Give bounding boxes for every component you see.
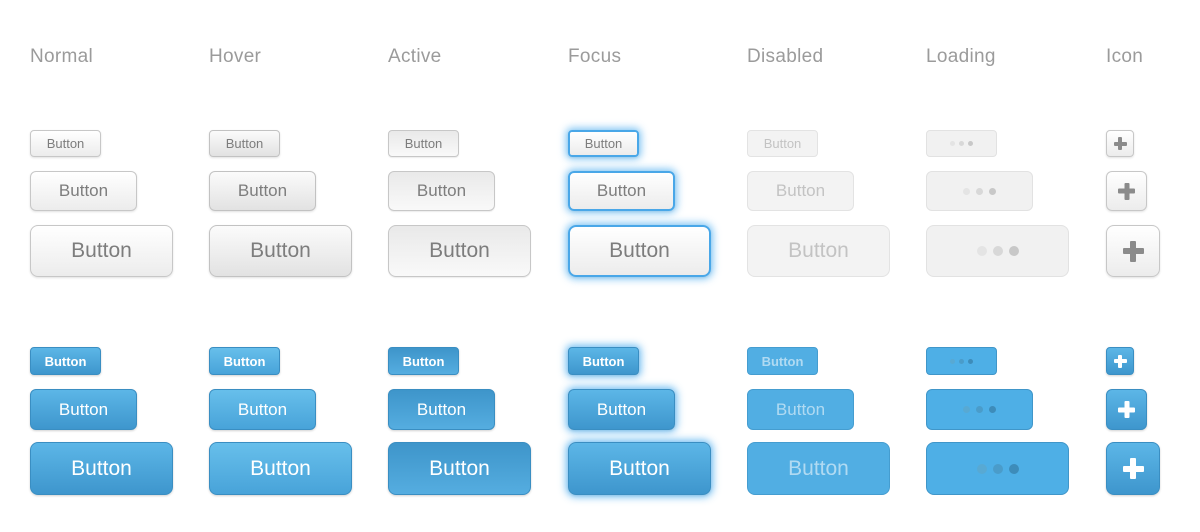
column-header-focus: Focus — [568, 46, 622, 67]
loading-dots-icon — [948, 358, 975, 364]
button-label: Button — [416, 181, 467, 200]
button-label: Button — [237, 399, 288, 419]
button-label: Button — [609, 456, 670, 480]
plus-icon — [1118, 401, 1135, 418]
button-label: Button — [237, 181, 288, 200]
button-hover-blue-medium[interactable]: Button — [209, 389, 316, 430]
button-label: Button — [596, 181, 647, 200]
button-label: Button — [596, 399, 647, 419]
button-focus-blue-medium[interactable]: Button — [568, 389, 675, 430]
loading-dots-icon — [974, 246, 1022, 256]
button-label: Button — [250, 456, 311, 480]
button-icon-blue-small[interactable] — [1106, 347, 1134, 375]
button-label: Button — [584, 136, 623, 151]
button-normal-blue-small[interactable]: Button — [30, 347, 101, 375]
button-label: Button — [429, 456, 490, 480]
button-label: Button — [402, 353, 445, 369]
button-hover-light-medium[interactable]: Button — [209, 171, 316, 211]
button-active-light-large[interactable]: Button — [388, 225, 531, 277]
plus-icon — [1123, 458, 1144, 479]
button-hover-light-large[interactable]: Button — [209, 225, 352, 277]
button-label: Button — [223, 353, 266, 369]
column-header-normal: Normal — [30, 46, 94, 67]
button-normal-light-medium[interactable]: Button — [30, 171, 137, 211]
button-icon-light-large[interactable] — [1106, 225, 1160, 277]
plus-icon — [1118, 183, 1135, 200]
column-header-disabled: Disabled — [747, 46, 824, 67]
button-loading-blue-small[interactable] — [926, 347, 997, 375]
button-label: Button — [44, 353, 87, 369]
button-focus-light-medium[interactable]: Button — [568, 171, 675, 211]
button-active-light-small[interactable]: Button — [388, 130, 459, 157]
plus-icon — [1114, 137, 1127, 150]
button-icon-blue-medium[interactable] — [1106, 389, 1147, 430]
button-icon-light-small[interactable] — [1106, 130, 1134, 157]
button-focus-blue-small[interactable]: Button — [568, 347, 639, 375]
button-hover-light-small[interactable]: Button — [209, 130, 280, 157]
column-header-icon: Icon — [1106, 46, 1144, 67]
button-label: Button — [58, 399, 109, 419]
button-disabled-blue-medium: Button — [747, 389, 854, 430]
button-loading-blue-medium[interactable] — [926, 389, 1033, 430]
button-active-light-medium[interactable]: Button — [388, 171, 495, 211]
button-active-blue-large[interactable]: Button — [388, 442, 531, 495]
button-label: Button — [582, 353, 625, 369]
button-label: Button — [788, 239, 849, 262]
plus-icon — [1123, 241, 1144, 262]
button-disabled-blue-small: Button — [747, 347, 818, 375]
button-label: Button — [775, 181, 826, 200]
button-hover-blue-small[interactable]: Button — [209, 347, 280, 375]
button-icon-light-medium[interactable] — [1106, 171, 1147, 211]
button-disabled-light-medium: Button — [747, 171, 854, 211]
button-normal-blue-medium[interactable]: Button — [30, 389, 137, 430]
button-label: Button — [416, 399, 467, 419]
button-loading-light-medium[interactable] — [926, 171, 1033, 211]
loading-dots-icon — [960, 406, 999, 413]
button-label: Button — [761, 353, 804, 369]
button-loading-light-large[interactable] — [926, 225, 1069, 277]
plus-icon — [1114, 355, 1127, 368]
column-header-loading: Loading — [926, 46, 996, 67]
button-normal-blue-large[interactable]: Button — [30, 442, 173, 495]
button-active-blue-medium[interactable]: Button — [388, 389, 495, 430]
button-label: Button — [788, 456, 849, 480]
button-label: Button — [250, 239, 311, 262]
button-label: Button — [429, 239, 490, 262]
button-label: Button — [609, 239, 670, 262]
button-active-blue-small[interactable]: Button — [388, 347, 459, 375]
column-header-hover: Hover — [209, 46, 262, 67]
button-loading-light-small[interactable] — [926, 130, 997, 157]
loading-dots-icon — [948, 141, 975, 146]
button-focus-blue-large[interactable]: Button — [568, 442, 711, 495]
button-label: Button — [404, 136, 443, 151]
button-disabled-light-large: Button — [747, 225, 890, 277]
button-label: Button — [58, 181, 109, 200]
button-disabled-blue-large: Button — [747, 442, 890, 495]
loading-dots-icon — [960, 187, 999, 195]
button-label: Button — [775, 399, 826, 419]
loading-dots-icon — [974, 463, 1022, 474]
button-normal-light-small[interactable]: Button — [30, 130, 101, 157]
button-label: Button — [71, 239, 132, 262]
column-header-active: Active — [388, 46, 442, 67]
button-focus-light-large[interactable]: Button — [568, 225, 711, 277]
button-label: Button — [71, 456, 132, 480]
button-focus-light-small[interactable]: Button — [568, 130, 639, 157]
button-disabled-light-small: Button — [747, 130, 818, 157]
button-label: Button — [46, 136, 85, 151]
button-loading-blue-large[interactable] — [926, 442, 1069, 495]
button-normal-light-large[interactable]: Button — [30, 225, 173, 277]
button-label: Button — [763, 136, 802, 151]
button-icon-blue-large[interactable] — [1106, 442, 1160, 495]
button-label: Button — [225, 136, 264, 151]
button-hover-blue-large[interactable]: Button — [209, 442, 352, 495]
